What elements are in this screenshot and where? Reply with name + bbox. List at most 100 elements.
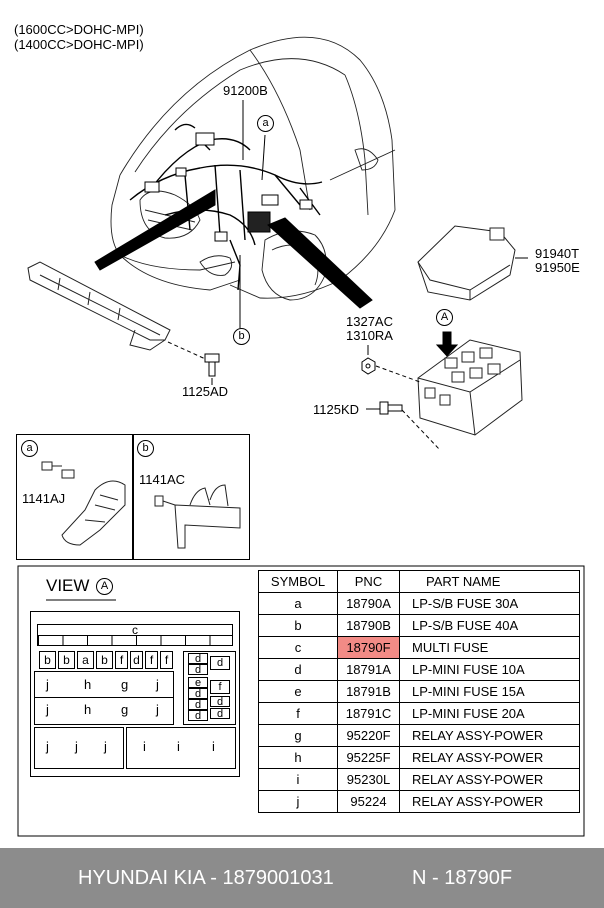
- cell-pnc: 95225F: [337, 746, 400, 769]
- mini-fuse: d: [188, 688, 208, 700]
- cell-symbol: d: [258, 658, 338, 681]
- relay-slot: j: [156, 702, 159, 717]
- cell-symbol: g: [258, 724, 338, 747]
- left-bracket-rail: [27, 261, 171, 351]
- table-header-row: SYMBOL PNC PART NAME: [258, 570, 580, 593]
- fuse-block-body: [417, 339, 523, 436]
- cell-pnc-highlighted: 18790F: [337, 636, 400, 659]
- fuse-slot-c: c: [37, 624, 233, 636]
- cell-pnc: 95224: [337, 790, 400, 813]
- cell-part-name: RELAY ASSY-POWER: [399, 724, 580, 747]
- footer-pnc: N - 18790F: [412, 867, 513, 889]
- mini-fuse: f: [210, 680, 230, 694]
- mini-fuse: d: [210, 708, 230, 720]
- relay-slot: g: [121, 677, 129, 692]
- fuse-slot: b: [96, 651, 113, 669]
- mini-fuse: d: [188, 664, 208, 676]
- view-title-marker: A: [96, 578, 113, 595]
- cell-part-name: RELAY ASSY-POWER: [399, 790, 580, 813]
- mini-fuse-block: [183, 651, 236, 725]
- cell-symbol: a: [258, 592, 338, 615]
- cell-symbol: j: [258, 790, 338, 813]
- fuse-slot: b: [39, 651, 56, 669]
- callout-1327ac: 1327AC: [346, 314, 393, 329]
- footer-bar: HYUNDAI KIA - 1879001031 N - 18790F: [0, 848, 604, 908]
- cell-symbol: e: [258, 680, 338, 703]
- cell-part-name: RELAY ASSY-POWER: [399, 768, 580, 791]
- nut-1327ac: [361, 357, 376, 375]
- relay-slot: g: [121, 702, 129, 717]
- cell-pnc: 95220F: [337, 724, 400, 747]
- relay-block-upper: [34, 671, 174, 725]
- callout-91940t: 91940T: [535, 246, 580, 261]
- column-header-symbol: SYMBOL: [258, 570, 338, 593]
- relay-slot: j: [104, 739, 107, 754]
- relay-slot: j: [46, 739, 49, 754]
- cell-symbol: f: [258, 702, 338, 725]
- bolt-1125kd: [379, 401, 403, 415]
- cell-part-name: LP-S/B FUSE 40A: [399, 614, 580, 637]
- relay-slot: j: [46, 702, 49, 717]
- mini-fuse: d: [188, 710, 208, 722]
- wiring-harness: [129, 123, 323, 291]
- detail-b-marker: b: [137, 440, 154, 457]
- cell-part-name: LP-MINI FUSE 10A: [399, 658, 580, 681]
- detail-box-a: [16, 434, 134, 560]
- footer-part-number: HYUNDAI KIA - 1879001031: [78, 867, 334, 889]
- mini-fuse: d: [188, 653, 208, 665]
- mini-fuse: d: [188, 699, 208, 711]
- cell-pnc: 18790A: [337, 592, 400, 615]
- detail-a-marker: a: [21, 440, 38, 457]
- engine-label-1400: (1400CC>DOHC-MPI): [14, 37, 144, 52]
- relay-slot: j: [156, 677, 159, 692]
- fuse-slot: f: [115, 651, 128, 669]
- cell-part-name: RELAY ASSY-POWER: [399, 746, 580, 769]
- cell-symbol: c: [258, 636, 338, 659]
- car-wiring-illustration: [27, 36, 528, 549]
- view-a-arrow: [435, 331, 459, 357]
- detail-box-b: [132, 434, 250, 560]
- relay-slot: h: [84, 677, 92, 692]
- relay-slot: j: [75, 739, 78, 754]
- relay-slot: i: [212, 739, 215, 754]
- fuse-strip-c: [37, 635, 233, 646]
- cell-symbol: b: [258, 614, 338, 637]
- callout-1125ad: 1125AD: [182, 384, 229, 399]
- cell-pnc: 95230L: [337, 768, 400, 791]
- cell-pnc: 18790B: [337, 614, 400, 637]
- detail-b-illustration: [154, 484, 241, 549]
- bolt-1125ad: [204, 353, 220, 377]
- mini-fuse: e: [188, 677, 208, 689]
- fuse-slot: b: [58, 651, 75, 669]
- relay-slot: i: [177, 739, 180, 754]
- callout-91200b: 91200B: [223, 83, 268, 98]
- cell-part-name: LP-S/B FUSE 30A: [399, 592, 580, 615]
- view-title: VIEW: [46, 576, 90, 595]
- relay-slot: j: [46, 677, 49, 692]
- detail-a-illustration: [41, 461, 126, 546]
- cell-symbol: h: [258, 746, 338, 769]
- callout-1310ra: 1310RA: [346, 328, 393, 343]
- fuse-slot: a: [77, 651, 94, 669]
- column-header-part-name: PART NAME: [399, 570, 580, 593]
- fuse-slot: f: [145, 651, 158, 669]
- mini-fuse: d: [210, 656, 230, 670]
- marker-b-top: b: [233, 328, 250, 345]
- mini-fuse: d: [210, 696, 230, 708]
- view-a-marker: A: [436, 309, 453, 326]
- relay-slot: h: [84, 702, 92, 717]
- cell-pnc: 18791A: [337, 658, 400, 681]
- callout-1141ac: 1141AC: [139, 472, 186, 487]
- relay-row-divider: [34, 697, 173, 698]
- fuse-layout: [30, 611, 240, 777]
- cell-pnc: 18791B: [337, 680, 400, 703]
- relay-block-lower-left: [34, 727, 124, 769]
- harness-connectors: [144, 132, 313, 242]
